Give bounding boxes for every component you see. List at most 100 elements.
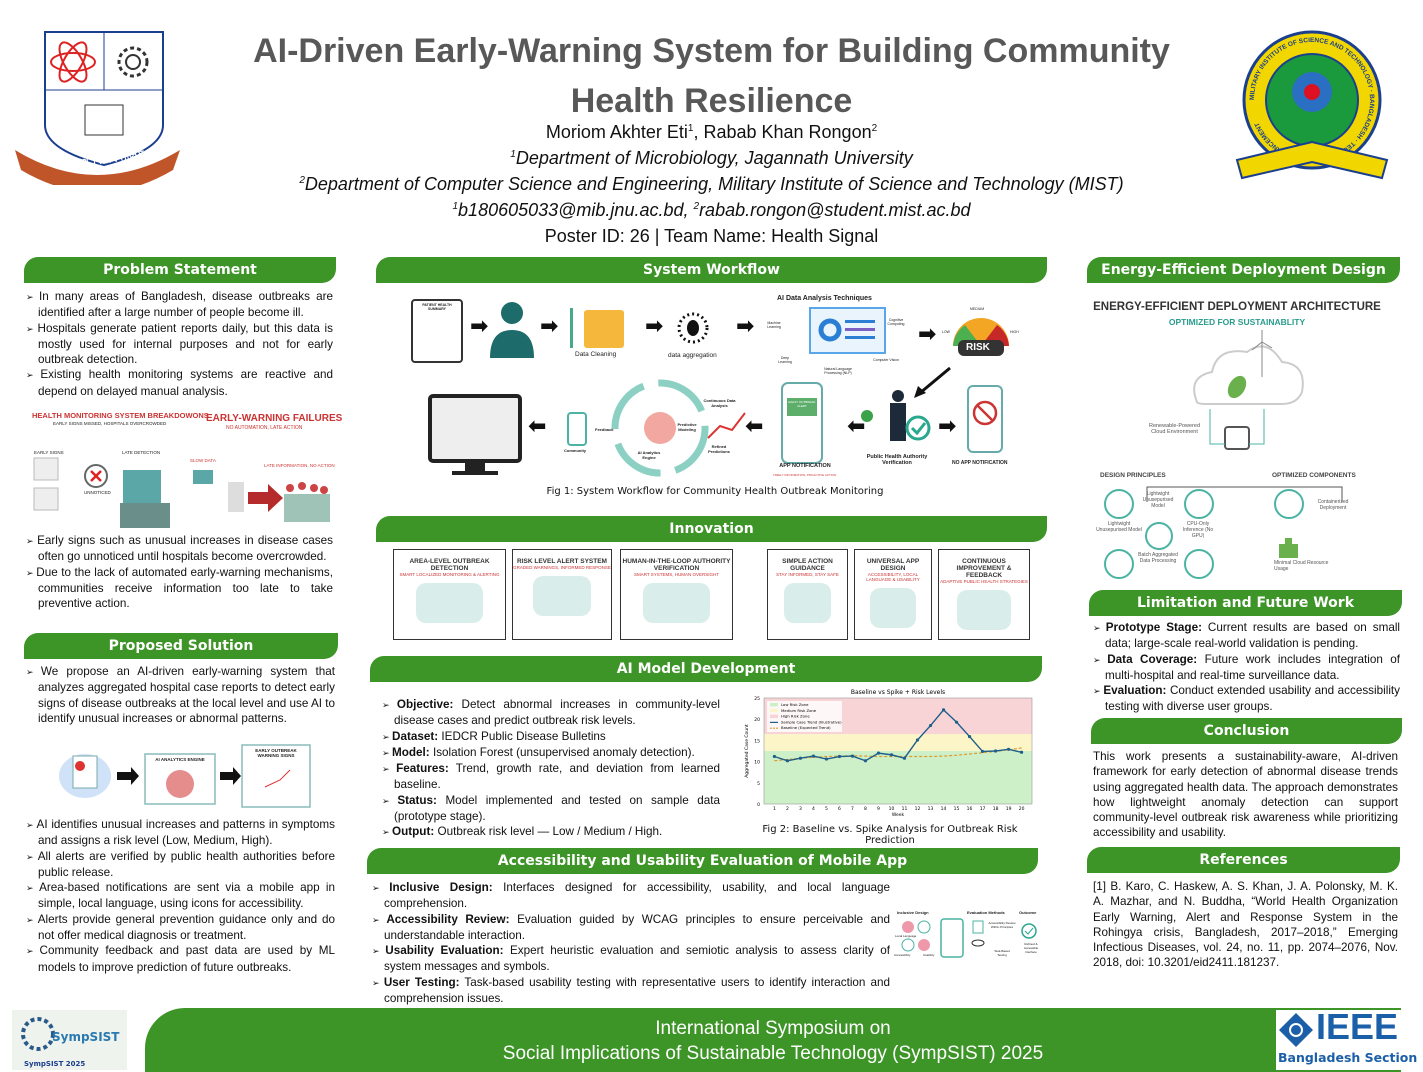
energy-header: Energy-Efficient Deployment Design	[1087, 257, 1400, 283]
arrow-right-icon: ➡	[540, 314, 559, 339]
accessibility-label: Accessibility	[894, 953, 911, 957]
bullet-item: Community feedback and past data are use…	[24, 943, 335, 975]
bullet-item: Area-based notifications are sent via a …	[24, 880, 335, 912]
predictive-label: Predictive Modeling	[677, 422, 697, 432]
bullet-item: In many areas of Bangladesh, disease out…	[24, 289, 333, 321]
arrow-right-icon: ➡	[918, 322, 937, 347]
baseline-spike-chart: Baseline vs Spike + Risk Levels051015202…	[744, 689, 1033, 818]
case-trend-point	[915, 738, 920, 742]
case-trend-point	[928, 723, 933, 728]
case-trend-point	[1019, 750, 1024, 754]
affil-1-sup: 1	[510, 149, 516, 160]
fig-late-detection: LATE DETECTION	[122, 450, 161, 455]
case-trend-point	[772, 754, 777, 759]
arrow-left-icon: ⬅	[847, 414, 866, 439]
problem-bullets-2: Early signs such as unusual increases in…	[24, 533, 333, 611]
innovation-card-illustration	[532, 576, 592, 616]
community-label: Community	[564, 448, 586, 453]
conclusion-header: Conclusion	[1091, 718, 1402, 744]
bullet-text: Trend, growth rate, and deviation from l…	[394, 762, 720, 792]
innovation-card-illustration	[783, 583, 832, 623]
bullet-key: Model:	[392, 745, 430, 759]
case-trend-point	[889, 753, 894, 757]
bullet-text: Outbreak risk level — Low / Medium / Hig…	[434, 825, 663, 839]
bullet-key: Usability Evaluation:	[385, 944, 504, 958]
bullet-item: Features: Trend, growth rate, and deviat…	[380, 761, 720, 793]
layers-icon	[1184, 549, 1214, 579]
email-1-sup: 1	[452, 201, 459, 212]
author-2-sup: 2	[871, 123, 878, 134]
bullet-item: Existing health monitoring systems are r…	[24, 367, 333, 399]
innovation-card-illustration	[957, 590, 1011, 630]
container-icon	[1274, 489, 1304, 519]
fig-early-signs: EARLY SIGNS	[34, 450, 64, 455]
footer-banner: International Symposium on Social Implic…	[145, 1008, 1401, 1072]
innovation-card-sub: GRADED WARNINGS, INFORMED RESPONSE	[513, 565, 611, 570]
principle-2: Lightwight Unusepurised Model	[1096, 521, 1142, 533]
x-tick-label: 1	[773, 806, 776, 812]
outcome-label: Outcome	[1019, 910, 1037, 915]
innovation-card-title: RISK LEVEL ALERT SYSTEM	[517, 558, 607, 565]
x-tick-label: 8	[864, 806, 867, 812]
problem-figure: HEALTH MONITORING SYSTEM BREAKDOWONS EAR…	[28, 408, 342, 530]
footer-line-2: Social Implications of Sustainable Techn…	[502, 1043, 1044, 1064]
bullet-item: Alerts provide general prevention guidan…	[24, 912, 335, 944]
innovation-card-sub: SMART LOCALIZED MONITORING & ALERTING	[399, 572, 500, 577]
accessibility-figure: Inclusive Design Evaluation Methods Outc…	[893, 905, 1048, 965]
fig-slow-data: SLOW DATA	[190, 458, 216, 463]
case-trend-point	[967, 734, 972, 739]
principle-4: Batch Aggregated Data Processing	[1138, 552, 1178, 564]
x-tick-label: 16	[967, 806, 973, 812]
legend-box	[767, 701, 842, 732]
email-1[interactable]: b180605033@mib.jnu.ac.bd,	[458, 200, 694, 220]
email-2[interactable]: rabab.rongon@student.mist.ac.bd	[699, 200, 971, 220]
bullet-key: Evaluation:	[1103, 684, 1167, 698]
app-notification-label: APP NOTIFICATION	[779, 463, 831, 469]
feedback-label: Feedback	[595, 427, 614, 432]
component-2: Minimal Cloud Resource Usage	[1274, 560, 1329, 572]
title-line-2: Health Resilience	[570, 82, 853, 120]
review-label: Accessibility Review Within Principles	[988, 921, 1016, 929]
innovation-card-title: SIMPLE ACTION GUIDANCE	[782, 558, 833, 572]
workflow-figure: ➡ ➡ ➡ ➡ ➡ ⬅ ⬅ ⬅ ➡ PATIENT HEALTH SUMMARY…	[390, 288, 1040, 500]
case-trend-point	[954, 720, 959, 724]
y-tick-label: 10	[754, 760, 760, 766]
plot-frame	[763, 697, 1033, 805]
bullet-text: Isolation Forest (unsupervised anomaly d…	[429, 745, 695, 759]
case-trend-point	[850, 754, 855, 758]
case-trend-point	[824, 757, 829, 761]
y-tick-label: 0	[757, 802, 760, 808]
dl-label: Deep Learning	[778, 356, 792, 364]
fig-late-info: LATE INFORMATION, NO ACTION	[264, 463, 335, 468]
bullet-text: Model implemented and tested on sample d…	[394, 793, 720, 824]
innovation-card-title: CONTINUOUS IMPROVEMENT & FEEDBACK	[956, 558, 1012, 579]
fig-right-title: EARLY-WARNING FAILURES	[206, 413, 343, 424]
problem-illustration	[33, 457, 330, 528]
case-trend-point	[811, 754, 816, 758]
sympsist-year: SympSIST 2025	[24, 1060, 86, 1068]
innovation-header: Innovation	[376, 516, 1047, 542]
x-axis-label: Week	[892, 812, 905, 818]
proposed-solution-header: Proposed Solution	[24, 633, 338, 659]
refined-label: Refined Predictions	[708, 444, 730, 454]
fig-left-sub: EARLY SIGNS MISSED, HOSPITALS OVERCROWDE…	[53, 421, 167, 426]
innovation-card-title: HUMAN-IN-THE-LOOP AUTHORITY VERIFICATION	[622, 558, 731, 572]
bullet-key: Output:	[392, 825, 435, 839]
accessibility-header: Accessibility and Usability Evaluation o…	[367, 848, 1038, 874]
x-tick-label: 6	[838, 806, 841, 812]
arrow-right-icon: ➡	[736, 314, 755, 339]
bullet-item: Output: Outbreak risk level — Low / Medi…	[380, 824, 720, 840]
case-trend-point	[798, 756, 803, 760]
x-tick-label: 15	[954, 806, 960, 812]
fig-engine-label: AI ANALYTICS ENGINE	[155, 757, 205, 762]
energy-figure: ENERGY-EFFICIENT DEPLOYMENT ARCHITECTURE…	[1092, 292, 1402, 579]
innovation-card-illustration	[870, 588, 916, 628]
jnu-logo: জগন্নাথ বিশ্ববিদ্যালয়	[15, 30, 180, 193]
case-trend-point	[863, 759, 868, 763]
bullet-item: We propose an AI-driven early-warning sy…	[24, 664, 335, 726]
engine-label: AI Analytics Engine	[637, 450, 661, 460]
fig-signs-label: EARLY OUTBREAK WARNING SIGNS	[255, 748, 297, 758]
bullet-key: Inclusive Design:	[389, 881, 493, 894]
case-trend-point	[1006, 747, 1011, 751]
